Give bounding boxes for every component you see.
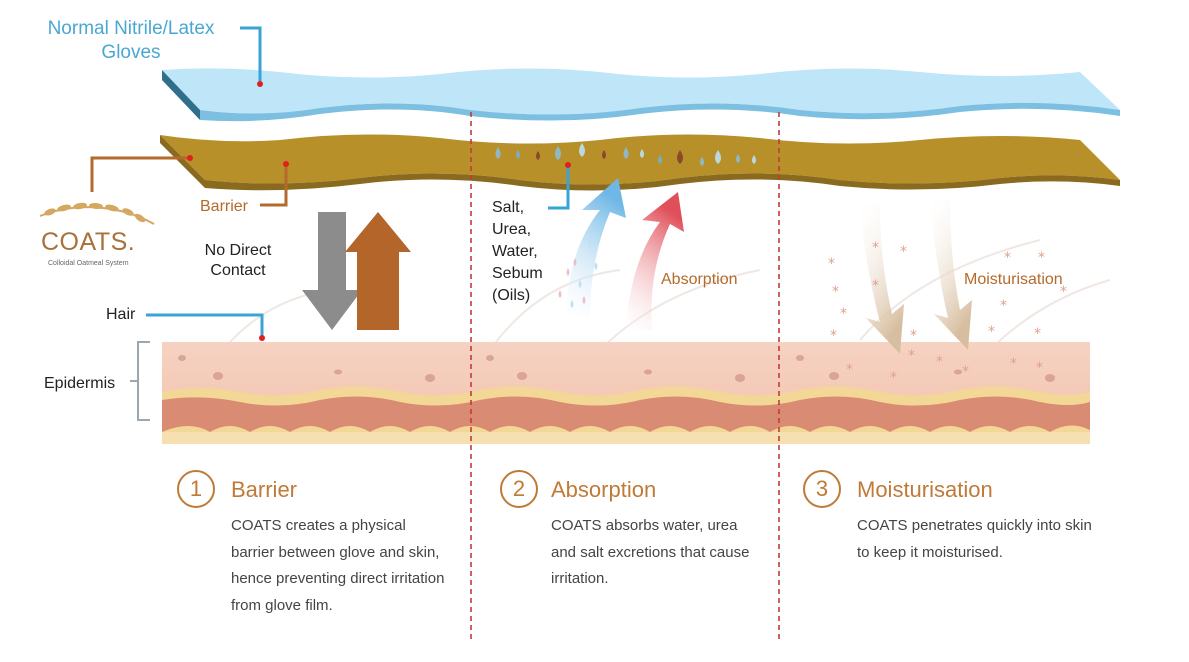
moisturisation-label: Moisturisation	[964, 271, 1063, 288]
svg-text:*: *	[872, 278, 879, 294]
svg-text:*: *	[846, 362, 853, 378]
svg-text:*: *	[1000, 298, 1007, 314]
step-1-title: Barrier	[231, 477, 298, 502]
epidermis-bracket	[130, 341, 150, 421]
svg-text:*: *	[1060, 284, 1067, 300]
step-3-description: COATS penetrates quickly into skin to ke…	[857, 517, 1092, 561]
gloves-label: Normal Nitrile/Latex Gloves	[47, 18, 215, 63]
step-3-number: 3	[803, 470, 841, 508]
svg-text:*: *	[832, 284, 839, 300]
glove-layer	[162, 68, 1120, 122]
droplets	[495, 143, 756, 166]
section-dividers	[470, 112, 780, 642]
step-3-title: Moisturisation	[857, 477, 993, 502]
svg-text:*: *	[1010, 356, 1017, 372]
step-1-number: 1	[177, 470, 215, 508]
leader-lines	[90, 26, 571, 341]
moisturisation-arrows: *** *** *** *** *** *** ***	[828, 200, 1067, 386]
logo-name: COATS.	[41, 228, 136, 256]
step-2-description: COATS absorbs water, urea and salt excre…	[551, 517, 750, 587]
barrier-layer	[160, 134, 1120, 191]
excretions-label: Salt, Urea, Water, Sebum (Oils)	[492, 199, 543, 304]
svg-text:*: *	[900, 244, 907, 260]
step-2-number: 2	[500, 470, 538, 508]
svg-text:*: *	[840, 306, 847, 322]
barrier-label: Barrier	[200, 198, 249, 215]
svg-text:*: *	[872, 240, 879, 256]
epidermis-label: Epidermis	[44, 375, 116, 392]
svg-text:*: *	[936, 354, 943, 370]
svg-text:*: *	[1034, 326, 1041, 342]
hair-label: Hair	[106, 306, 136, 323]
svg-text:*: *	[890, 370, 897, 386]
no-contact-arrows	[302, 212, 411, 330]
absorption-arrows	[558, 178, 684, 330]
svg-text:*: *	[830, 328, 837, 344]
svg-text:*: *	[1004, 250, 1011, 266]
svg-text:*: *	[988, 324, 995, 340]
svg-text:*: *	[908, 348, 915, 364]
skin-layer	[162, 342, 1090, 444]
svg-text:*: *	[828, 256, 835, 272]
step-2-title: Absorption	[551, 477, 657, 502]
svg-text:*: *	[1038, 250, 1045, 266]
svg-text:*: *	[910, 328, 917, 344]
logo-subtitle: Colloidal Oatmeal System	[48, 260, 129, 267]
svg-text:*: *	[962, 364, 969, 380]
wheat-logo-icon	[39, 202, 155, 225]
svg-text:*: *	[1036, 360, 1043, 376]
no-contact-label: No Direct Contact	[204, 242, 272, 279]
step-1-description: COATS creates a physical barrier between…	[231, 517, 445, 614]
absorption-label: Absorption	[661, 271, 738, 288]
